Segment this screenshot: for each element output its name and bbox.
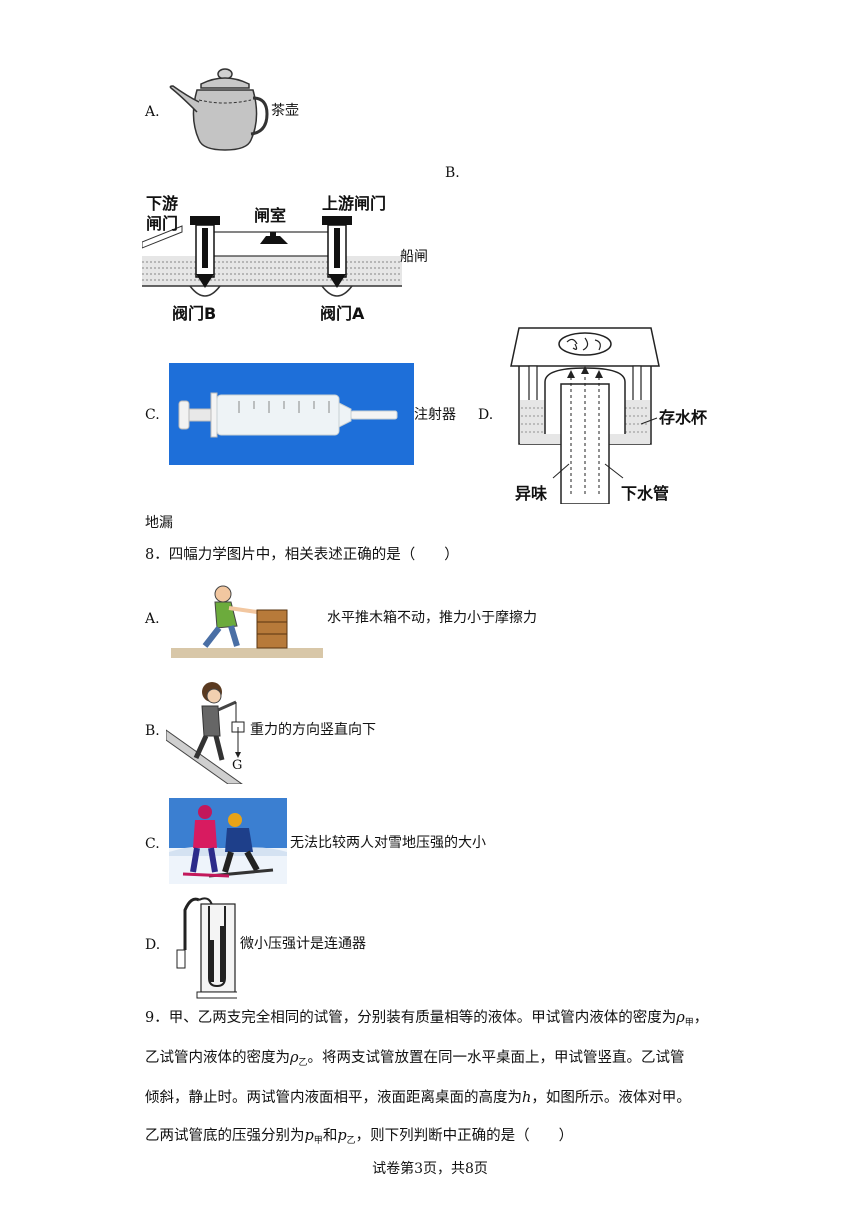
question-9-line-3: 倾斜，静止时。两试管内液面相平，液面距离桌面的高度为h，如图所示。液体对甲。 bbox=[145, 1090, 691, 1106]
q8-option-d-text: 微小压强计是连通器 bbox=[240, 936, 366, 952]
q8-option-c-letter: C. bbox=[145, 836, 160, 852]
q8-option-b-letter: B. bbox=[145, 723, 160, 739]
option-d-letter: D. bbox=[478, 407, 494, 423]
q8-option-b-text: 重力的方向竖直向下 bbox=[250, 722, 376, 738]
q8-option-a-text: 水平推木箱不动，推力小于摩擦力 bbox=[327, 610, 537, 626]
question-9-line-2: 乙试管内液体的密度为ρ乙。将两支试管放置在同一水平桌面上，甲试管竖直。乙试管 bbox=[145, 1050, 685, 1068]
option-c-letter: C. bbox=[145, 407, 160, 423]
q8-option-a-letter: A. bbox=[145, 611, 160, 627]
upstream-gate-label: 上游闸门 bbox=[322, 194, 387, 213]
gravity-g-label: G bbox=[232, 758, 243, 773]
snow-skiers-photo bbox=[169, 798, 287, 884]
q8-option-c-text: 无法比较两人对雪地压强的大小 bbox=[290, 835, 486, 851]
downstream-gate-label-line1: 下游 bbox=[146, 194, 179, 213]
question-9-line-1: 9．甲、乙两支完全相同的试管，分别装有质量相等的液体。甲试管内液体的密度为ρ甲， bbox=[145, 1010, 709, 1028]
q8-option-d-letter: D. bbox=[145, 937, 161, 953]
syringe-photo bbox=[169, 363, 414, 465]
page-footer: 试卷第3页，共8页 bbox=[372, 1161, 488, 1177]
gravity-direction-figure: G bbox=[166, 674, 246, 784]
option-d-caption: 地漏 bbox=[145, 515, 173, 531]
odor-label: 异味 bbox=[515, 484, 548, 503]
floor-drain-figure: 存水杯 异味 下水管 bbox=[505, 324, 725, 504]
drain-pipe-label: 下水管 bbox=[621, 484, 670, 503]
question-9-line-4: 乙两试管底的压强分别为p甲和p乙，则下列判断中正确的是（ ） bbox=[145, 1128, 574, 1146]
option-a-letter: A. bbox=[145, 104, 160, 120]
push-box-figure bbox=[171, 580, 323, 658]
option-a-caption: 茶壶 bbox=[271, 103, 299, 119]
ship-lock-figure: 下游 闸门 闸室 上游闸门 阀门B 阀门A bbox=[142, 186, 412, 323]
valve-b-label: 阀门B bbox=[172, 304, 217, 323]
teapot-figure bbox=[167, 66, 271, 154]
option-b-caption: 船闸 bbox=[400, 249, 428, 265]
lock-chamber-label: 闸室 bbox=[254, 206, 287, 225]
valve-a-label: 阀门A bbox=[320, 304, 365, 323]
option-b-letter: B. bbox=[445, 165, 460, 181]
pressure-gauge-figure bbox=[171, 890, 237, 1000]
question-8-stem: 8．四幅力学图片中，相关表述正确的是（ ） bbox=[145, 547, 459, 563]
water-cup-label: 存水杯 bbox=[659, 408, 708, 427]
downstream-gate-label-line2: 闸门 bbox=[146, 214, 179, 233]
option-c-caption: 注射器 bbox=[414, 407, 456, 423]
